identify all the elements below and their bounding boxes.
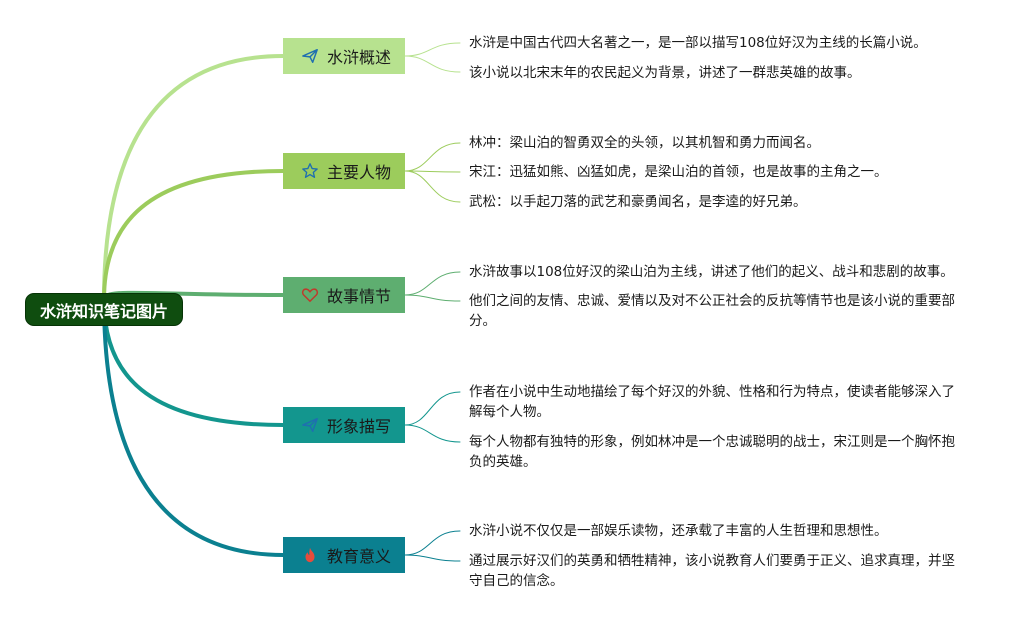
branch-characters[interactable]: 主要人物 [283,153,405,189]
leaf-connector [404,554,461,562]
leaf-connector [404,55,461,73]
root-node[interactable]: 水浒知识笔记图片 [25,293,183,326]
leaf-connector [404,424,461,443]
paper-plane-icon [301,416,319,434]
branch-label: 水浒概述 [327,48,392,67]
leaf-portrayal-1: 作者在小说中生动地描绘了每个好汉的外貌、性格和行为特点，使读者能够深入了解每个人… [469,384,955,420]
branch-portrayal[interactable]: 形象描写 [283,407,405,443]
leaf-connector [404,391,461,426]
leaf-connector [404,170,461,173]
leaf-characters-2: 宋江：迅猛如熊、凶猛如虎，是梁山泊的首领，也是故事的主角之一。 [469,164,888,180]
leaf-characters-1: 林冲：梁山泊的智勇双全的头领，以其机智和勇力而闻名。 [469,135,820,151]
leaf-connector [404,294,461,302]
leaf-connector [404,271,461,296]
root-connector [102,54,285,302]
star-icon [301,162,319,180]
root-connector [102,298,285,557]
leaf-education-2: 通过展示好汉们的英勇和牺牲精神，该小说教育人们要勇于正义、追求真理，并坚守自己的… [469,553,955,589]
branch-label: 教育意义 [327,547,392,566]
leaf-connector [404,170,461,203]
root-label: 水浒知识笔记图片 [39,301,168,321]
branch-plot[interactable]: 故事情节 [283,277,405,313]
leaf-portrayal-2: 每个人物都有独特的形象，例如林冲是一个忠诚聪明的战士，宋江则是一个胸怀抱负的英雄… [469,434,955,470]
leaf-plot-1: 水浒故事以108位好汉的梁山泊为主线，讲述了他们的起义、战斗和悲剧的故事。 [469,264,954,280]
paper-plane-icon [301,47,319,65]
leaf-education-1: 水浒小说不仅仅是一部娱乐读物，还承载了丰富的人生哲理和思想性。 [469,523,888,539]
leaf-plot-2: 他们之间的友情、忠诚、爱情以及对不公正社会的反抗等情节也是该小说的重要部分。 [469,293,955,329]
heart-icon [301,286,319,304]
root-connector [102,169,285,302]
leaf-characters-3: 武松：以手起刀落的武艺和豪勇闻名，是李逵的好兄弟。 [469,194,807,210]
branch-education[interactable]: 教育意义 [283,537,405,573]
leaf-overview-2: 该小说以北宋末年的农民起义为背景，讲述了一群悲英雄的故事。 [469,65,861,81]
leaf-connector [404,142,461,172]
branch-label: 故事情节 [327,287,392,306]
branch-overview[interactable]: 水浒概述 [283,38,405,74]
leaf-overview-1: 水浒是中国古代四大名著之一，是一部以描写108位好汉为主线的长篇小说。 [469,35,927,51]
branch-label: 形象描写 [327,417,392,436]
leaf-connector [404,530,461,556]
fire-icon [301,546,319,564]
branch-label: 主要人物 [327,163,392,182]
leaf-connector [404,42,461,57]
